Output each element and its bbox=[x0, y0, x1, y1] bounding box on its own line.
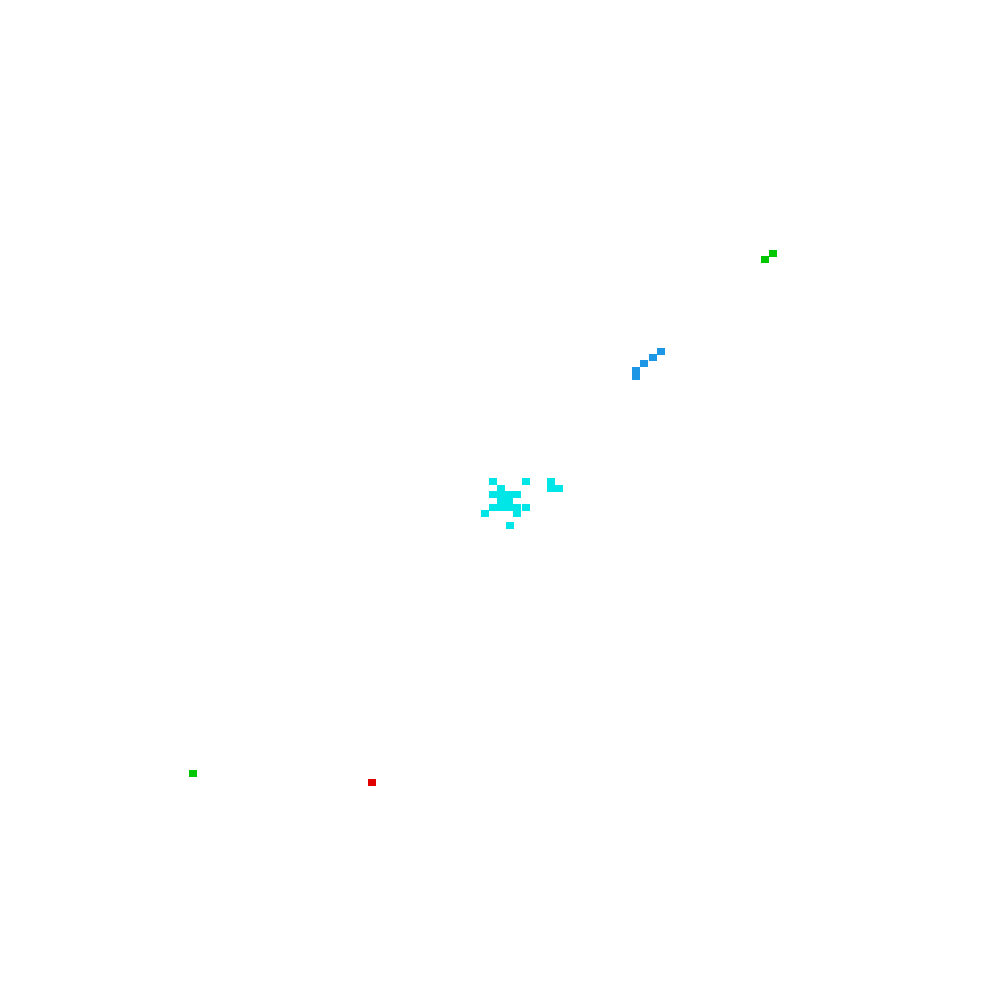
pixel-cell bbox=[497, 498, 505, 505]
pixel-cell bbox=[505, 504, 513, 511]
pixel-cell bbox=[497, 504, 505, 511]
green-cluster-bottom bbox=[189, 770, 197, 777]
pixel-cell bbox=[522, 504, 530, 511]
pixel-cell bbox=[505, 491, 513, 498]
pixel-cell bbox=[513, 510, 521, 517]
pixel-cell bbox=[489, 504, 497, 511]
green-cluster-top bbox=[761, 250, 777, 263]
pixel-cell bbox=[547, 478, 555, 485]
pixel-cell bbox=[632, 373, 640, 380]
pixel-cell bbox=[649, 354, 657, 361]
pixel-cell bbox=[368, 779, 376, 786]
pixel-cell bbox=[522, 478, 530, 485]
pixel-cell bbox=[506, 522, 514, 529]
pixel-cell bbox=[489, 491, 497, 498]
pixel-cell bbox=[640, 360, 648, 367]
pixel-cell bbox=[489, 478, 497, 485]
pixel-cell bbox=[189, 770, 197, 777]
pixel-cell bbox=[513, 491, 521, 498]
pixel-cell bbox=[481, 510, 489, 517]
pixel-cell bbox=[547, 485, 555, 492]
pixel-cell bbox=[505, 498, 513, 505]
pixel-cell bbox=[632, 367, 640, 374]
pixel-cell bbox=[513, 504, 521, 511]
pixel-cell bbox=[761, 256, 769, 263]
pixel-cell bbox=[497, 485, 505, 492]
red-cluster bbox=[368, 779, 376, 786]
pixel-cell bbox=[769, 250, 777, 257]
pixel-cell bbox=[497, 491, 505, 498]
blue-cluster bbox=[632, 348, 665, 380]
pixel-cell bbox=[657, 348, 665, 355]
cyan-cluster bbox=[481, 478, 563, 529]
pixel-cell bbox=[555, 485, 563, 492]
